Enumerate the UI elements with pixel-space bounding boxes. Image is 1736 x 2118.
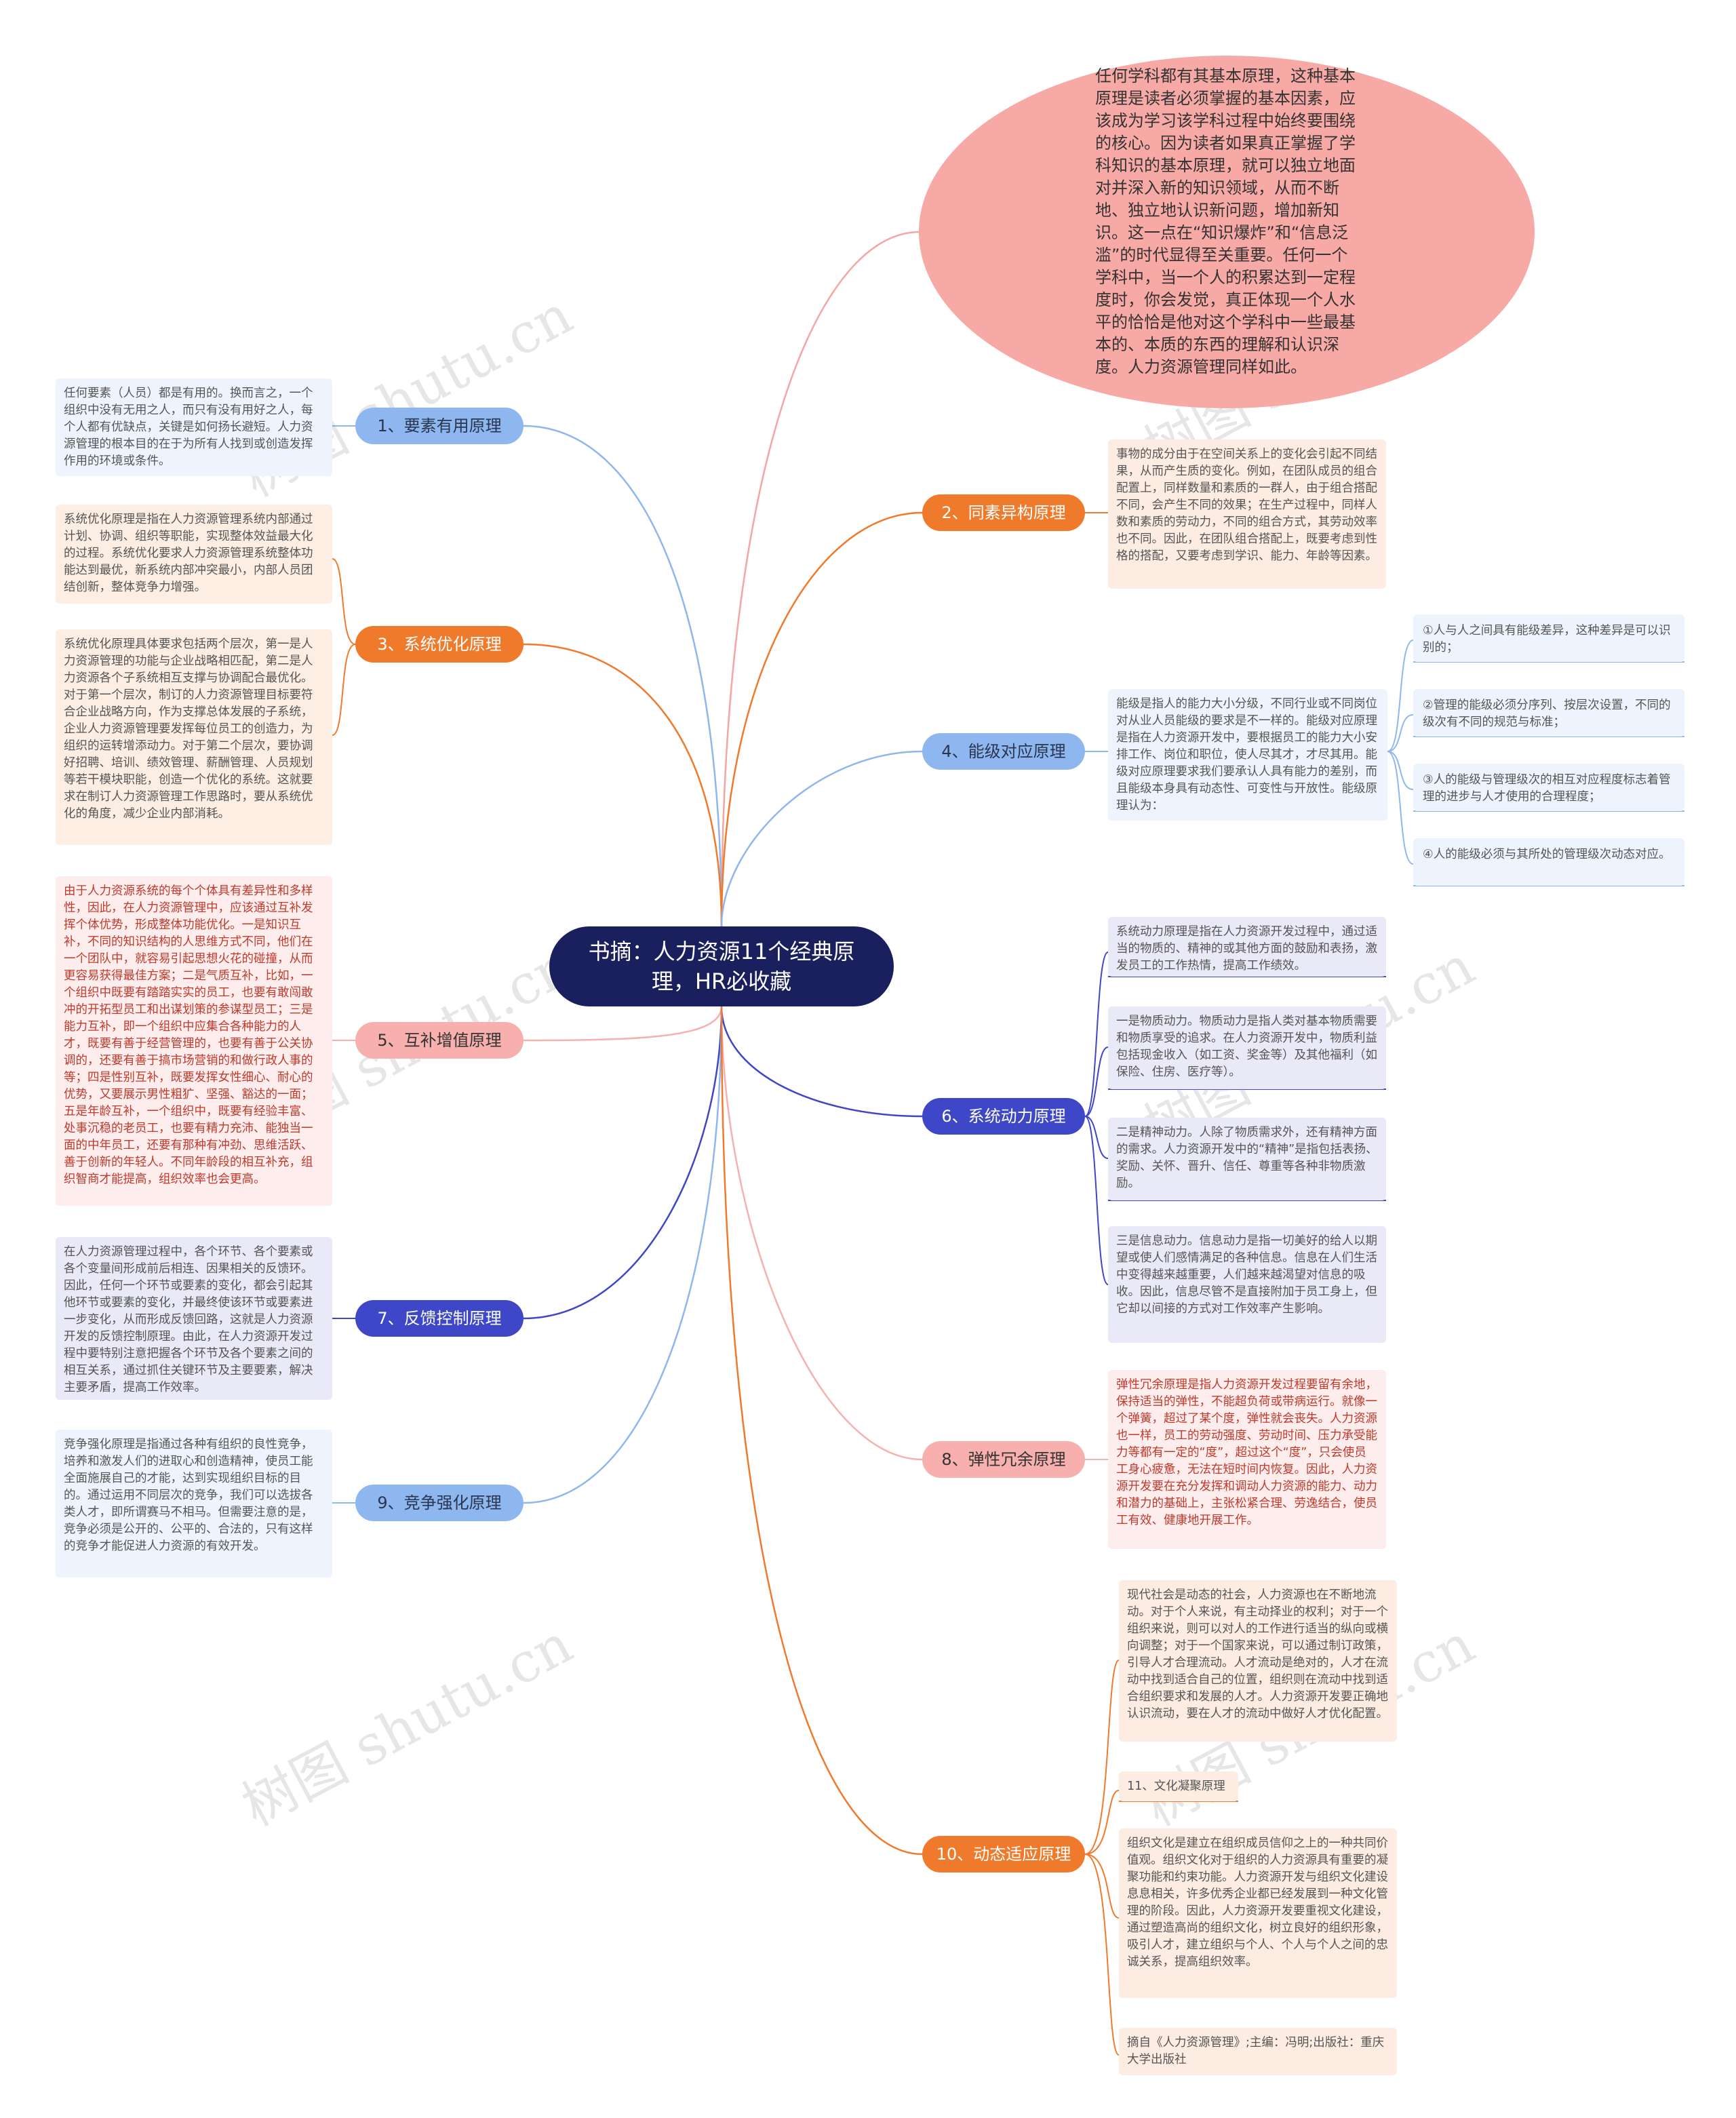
note-b4: 能级是指人的能力大小分级，不同行业或不同岗位对从业人员能级的要求是不一样的。能级… xyxy=(1108,689,1387,821)
root-note-bubble[interactable]: 任何学科都有其基本原理，这种基本原理是读者必须掌握的基本因素，应该成为学习该学科… xyxy=(919,56,1535,408)
note-b6-2: 一是物质动力。物质动力是指人类对基本物质需要和物质享受的追求。在人力资源开发中，… xyxy=(1108,1006,1386,1089)
note-b2: 事物的成分由于在空间关系上的变化会引起不同结果，从而产生质的变化。例如，在团队成… xyxy=(1108,439,1386,589)
branch-6[interactable]: 6、系统动力原理 xyxy=(922,1098,1085,1135)
edge-b4 xyxy=(720,750,923,927)
edge-b8 xyxy=(720,1006,923,1461)
edge-b5 xyxy=(523,1006,723,1042)
center-topic[interactable]: 书摘：人力资源11个经典原理，HR必收藏 xyxy=(549,926,894,1006)
branch-5[interactable]: 5、互补增值原理 xyxy=(355,1022,524,1059)
note-b8: 弹性冗余原理是指人力资源开发过程要留有余地，保持适当的弹性，不能超负荷或带病运行… xyxy=(1108,1370,1386,1549)
branch-10[interactable]: 10、动态适应原理 xyxy=(922,1836,1085,1872)
note-b4-sub-1: ①人与人之间具有能级差异，这种差异是可以识别的； xyxy=(1413,614,1684,662)
edge-b9 xyxy=(523,1006,723,1504)
note-b6-4: 三是信息动力。信息动力是指一切美好的给人以期望或使人们感情满足的各种信息。信息在… xyxy=(1108,1226,1386,1343)
note-b10-1: 现代社会是动态的社会，人力资源也在不断地流动。对于个人来说，有主动择业的权利；对… xyxy=(1119,1580,1397,1742)
edge-b2 xyxy=(720,511,923,927)
edge-b6 xyxy=(720,1006,923,1118)
note-b10-3: 组织文化是建立在组织成员信仰之上的一种共同价值观。组织文化对于组织的人力资源具有… xyxy=(1119,1828,1397,1998)
branch-7[interactable]: 7、反馈控制原理 xyxy=(355,1300,524,1337)
note-b10-2: 11、文化凝聚原理 xyxy=(1119,1771,1238,1801)
center-topic-label: 书摘：人力资源11个经典原理，HR必收藏 xyxy=(588,939,855,994)
branch-1[interactable]: 1、要素有用原理 xyxy=(355,408,524,444)
note-b5: 由于人力资源系统的每个个体具有差异性和多样性，因此，在人力资源管理中，应该通过互… xyxy=(56,876,332,1206)
note-b3-2: 系统优化原理具体要求包括两个层次，第一是人力资源管理的功能与企业战略相匹配，第二… xyxy=(56,629,332,845)
note-b10-4: 摘自《人力资源管理》;主编：冯明;出版社：重庆大学出版社 xyxy=(1119,2028,1397,2075)
branch-9[interactable]: 9、竞争强化原理 xyxy=(355,1485,524,1521)
branch-8[interactable]: 8、弹性冗余原理 xyxy=(922,1441,1085,1478)
note-b3-1: 系统优化原理是指在人力资源管理系统内部通过计划、协调、组织等职能，实现整体效益最… xyxy=(56,505,332,604)
note-b4-sub-3: ③人的能级与管理级次的相互对应程度标志着管理的进步与人才使用的合理程度； xyxy=(1413,764,1684,811)
branch-4[interactable]: 4、能级对应原理 xyxy=(922,733,1085,770)
note-b1: 任何要素（人员）都是有用的。换而言之，一个组织中没有无用之人，而只有没有用好之人… xyxy=(56,378,332,476)
branch-2[interactable]: 2、同素异构原理 xyxy=(922,494,1085,531)
note-b4-sub-4: ④人的能级必须与其所处的管理级次动态对应。 xyxy=(1413,838,1684,886)
edge-root-note xyxy=(720,231,922,927)
note-b6-1: 系统动力原理是指在人力资源开发过程中，通过适当的物质的、精神的或其他方面的鼓励和… xyxy=(1108,917,1386,977)
edge-b7 xyxy=(523,1006,723,1320)
branch-3[interactable]: 3、系统优化原理 xyxy=(355,626,524,663)
note-b7: 在人力资源管理过程中，各个环节、各个要素或各个变量间形成前后相连、因果相关的反馈… xyxy=(56,1237,332,1400)
note-b4-sub-2: ②管理的能级必须分序列、按层次设置，不同的级次有不同的规范与标准； xyxy=(1413,689,1684,737)
edge-b3 xyxy=(523,643,723,927)
edge-b1 xyxy=(523,425,723,927)
note-b6-3: 二是精神动力。人除了物质需求外，还有精神方面的需求。人力资源开发中的“精神”是指… xyxy=(1108,1118,1386,1200)
note-b9: 竞争强化原理是指通过各种有组织的良性竞争，培养和激发人们的进取心和创造精神，使员… xyxy=(56,1430,332,1577)
edge-b10 xyxy=(720,1006,923,1856)
